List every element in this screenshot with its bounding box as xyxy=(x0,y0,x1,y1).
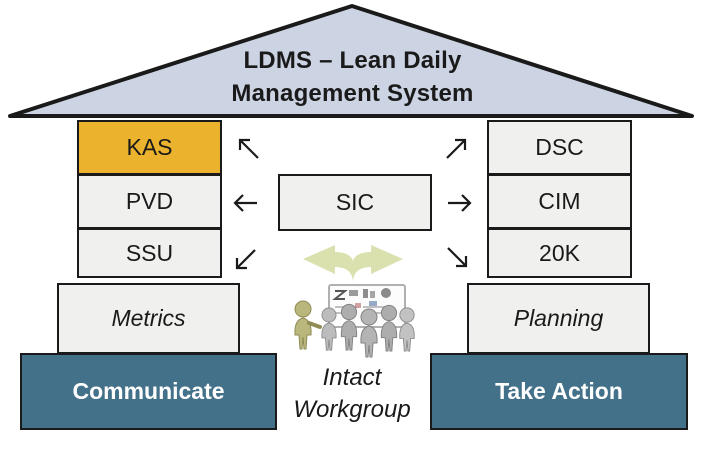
box-20k: 20K xyxy=(487,228,632,278)
box-take-action: Take Action xyxy=(430,353,688,430)
box-metrics: Metrics xyxy=(57,283,240,354)
arrow-down-left-icon xyxy=(235,249,256,270)
diagram-title-line1: LDMS – Lean Daily xyxy=(243,47,462,74)
arrow-down-right-icon xyxy=(447,247,468,268)
workgroup-caption-line2: Workgroup xyxy=(293,396,411,423)
box-dsc: DSC xyxy=(487,120,632,175)
branching-arrow-icon xyxy=(303,245,403,283)
workgroup-caption-line1: Intact xyxy=(322,364,382,391)
arrow-right-icon xyxy=(448,194,472,212)
workgroup-caption: Intact Workgroup xyxy=(252,362,452,426)
arrow-up-left-icon xyxy=(238,138,259,159)
arrow-left-icon xyxy=(233,194,257,212)
box-ssu: SSU xyxy=(77,228,222,278)
people-figures-icon xyxy=(294,300,415,358)
arrow-up-right-icon xyxy=(446,138,467,159)
diagram-title: LDMS – Lean Daily Management System xyxy=(0,44,705,110)
box-sic: SIC xyxy=(278,174,432,231)
diagram-title-line2: Management System xyxy=(231,80,474,107)
workgroup-clipart xyxy=(294,245,415,358)
box-communicate: Communicate xyxy=(20,353,277,430)
box-pvd: PVD xyxy=(77,174,222,229)
box-cim: CIM xyxy=(487,174,632,229)
roof-triangle xyxy=(8,4,694,118)
box-planning: Planning xyxy=(467,283,650,354)
box-kas: KAS xyxy=(77,120,222,175)
